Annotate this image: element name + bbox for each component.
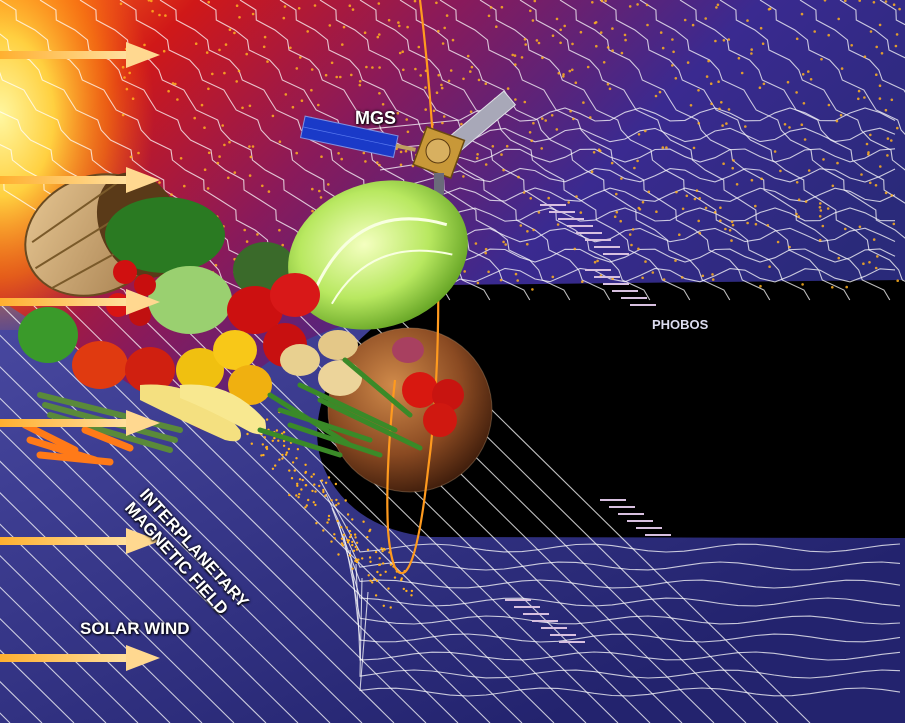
solar-wind-arrows xyxy=(0,42,160,671)
phobos-track xyxy=(505,204,671,643)
vegetable-basket-icon xyxy=(18,172,468,466)
solar-wind-label: SOLAR WIND xyxy=(80,619,190,638)
mgs-label: MGS xyxy=(355,108,397,128)
mgs-spacecraft-icon xyxy=(299,90,517,195)
magnetotail-wake xyxy=(317,280,905,538)
phobos-label: PHOBOS xyxy=(652,317,709,332)
